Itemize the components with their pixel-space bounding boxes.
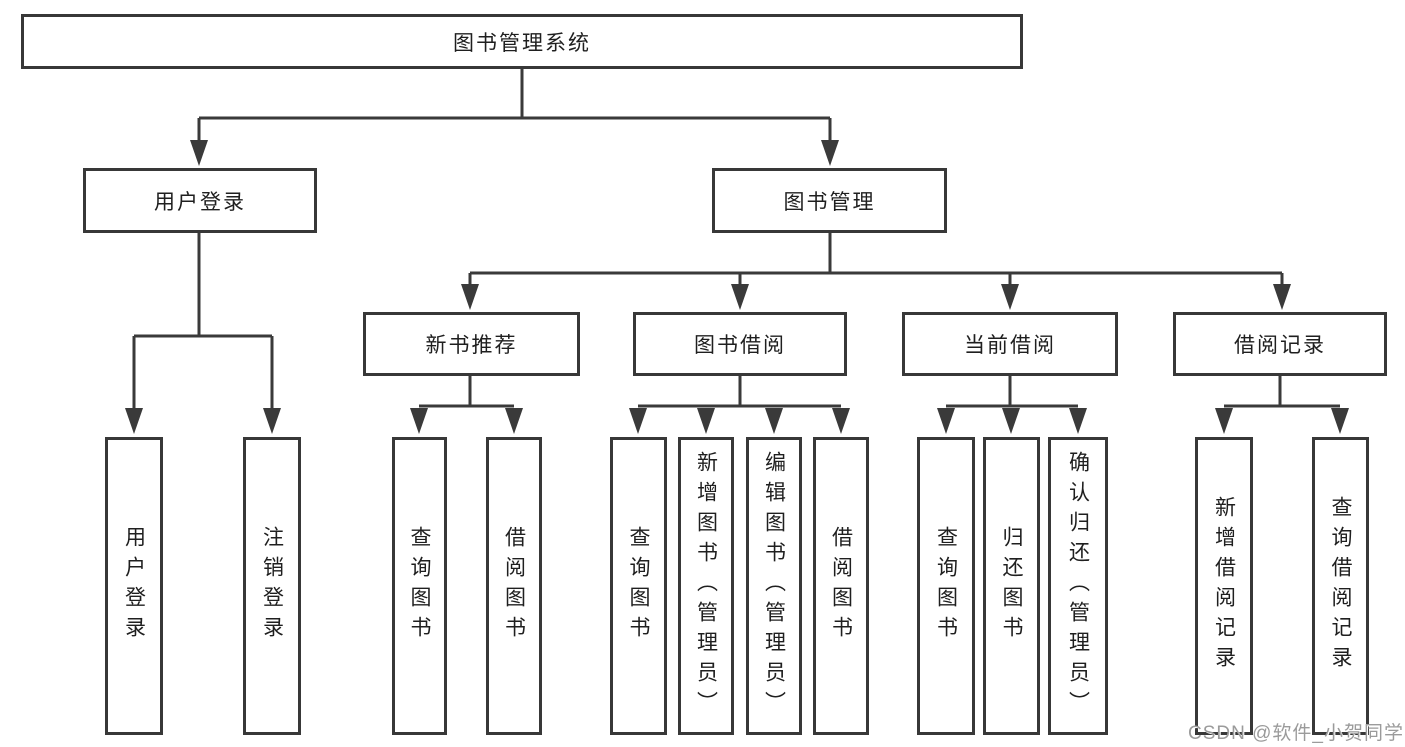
leaf-borrowing-borrow-books: 借阅图书: [813, 437, 869, 735]
leaf-records-query-record: 查询借阅记录: [1312, 437, 1369, 735]
leaf-current-query-books-label: 查询图书: [934, 526, 958, 646]
csdn-watermark-text: CSDN @软件_小贺同学: [1188, 723, 1404, 744]
arrowheads: [125, 140, 1349, 434]
node-current-borrowing: 当前借阅: [902, 312, 1118, 376]
leaf-current-return-books: 归还图书: [983, 437, 1040, 735]
node-borrowing-records-label: 借阅记录: [1234, 334, 1326, 357]
leaf-records-add-record-label: 新增借阅记录: [1212, 496, 1236, 676]
node-book-management-label: 图书管理: [783, 190, 876, 214]
node-user-login-label: 用户登录: [154, 190, 246, 214]
csdn-watermark: CSDN @软件_小贺同学: [1188, 718, 1404, 745]
node-book-borrowing: 图书借阅: [633, 312, 847, 376]
leaf-borrowing-add-books-admin-label: 新增图书（管理员）: [694, 451, 718, 721]
leaf-newrec-query-books-label: 查询图书: [408, 526, 431, 646]
leaf-borrowing-borrow-books-label: 借阅图书: [829, 526, 853, 646]
leaf-borrowing-query-books-label: 查询图书: [627, 526, 650, 646]
leaf-user-login-label: 用户登录: [122, 526, 146, 646]
leaf-records-query-record-label: 查询借阅记录: [1329, 496, 1352, 676]
node-new-book-recommend: 新书推荐: [363, 312, 580, 376]
leaf-logout-label: 注销登录: [260, 526, 284, 646]
leaf-current-confirm-return-admin-label: 确认归还（管理员）: [1066, 451, 1090, 721]
node-new-book-recommend-label: 新书推荐: [425, 334, 518, 357]
node-user-login: 用户登录: [83, 168, 317, 233]
leaf-borrowing-add-books-admin: 新增图书（管理员）: [678, 437, 734, 735]
leaf-borrowing-query-books: 查询图书: [610, 437, 667, 735]
leaf-borrowing-edit-books-admin-label: 编辑图书（管理员）: [762, 451, 786, 721]
node-root: 图书管理系统: [21, 14, 1023, 69]
node-current-borrowing-label: 当前借阅: [964, 334, 1056, 357]
node-root-label: 图书管理系统: [453, 31, 591, 55]
node-book-management: 图书管理: [712, 168, 947, 233]
leaf-current-return-books-label: 归还图书: [1000, 526, 1023, 646]
leaf-newrec-query-books: 查询图书: [392, 437, 447, 735]
leaf-newrec-borrow-books: 借阅图书: [486, 437, 542, 735]
leaf-borrowing-edit-books-admin: 编辑图书（管理员）: [746, 437, 802, 735]
leaf-current-query-books: 查询图书: [917, 437, 975, 735]
leaf-records-add-record: 新增借阅记录: [1195, 437, 1253, 735]
leaf-user-login: 用户登录: [105, 437, 163, 735]
leaf-newrec-borrow-books-label: 借阅图书: [502, 526, 526, 646]
leaf-logout: 注销登录: [243, 437, 301, 735]
node-borrowing-records: 借阅记录: [1173, 312, 1387, 376]
node-book-borrowing-label: 图书借阅: [694, 334, 786, 357]
leaf-current-confirm-return-admin: 确认归还（管理员）: [1048, 437, 1108, 735]
